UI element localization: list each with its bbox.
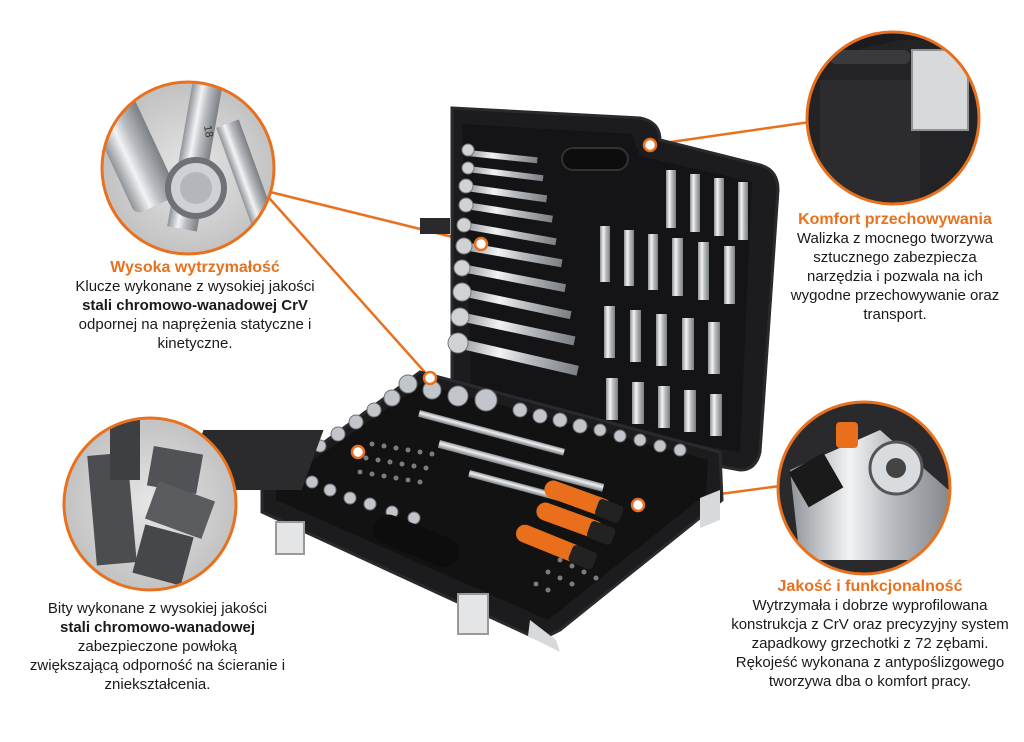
callout-text: zwiększającą odporność na ścieranie i — [29, 657, 286, 674]
callout-title: Komfort przechowywania — [798, 211, 992, 228]
deep-sockets — [600, 170, 748, 436]
callout-text: Wytrzymała i dobrze wyprofilowana — [752, 597, 988, 614]
callout-bold-text: stali chromowo-wanadowej — [59, 619, 256, 636]
callout-text: zniekształcenia. — [104, 676, 211, 693]
wrenches-row — [455, 150, 579, 376]
callout-text: Walizka z mocnego tworzywa — [796, 230, 994, 247]
callout-text: konstrukcja z CrV oraz precyzyjny system — [731, 616, 1009, 633]
callout-text: zabezpieczone powłoką — [77, 638, 238, 655]
callout-bold-text: stali chromowo-wanadowej CrV — [82, 297, 308, 314]
callout-text: Rękojeść wykonana z antypoślizgowego — [735, 654, 1005, 671]
callout-strength: Wysoka wytrzymałość Klucze wykonane z wy… — [40, 258, 350, 353]
callout-text: odpornej na naprężenia statyczne i — [78, 316, 312, 333]
callout-text: tworzywa dba o komfort pracy. — [768, 673, 972, 690]
bits-dots — [357, 441, 599, 593]
connector-dots — [350, 137, 658, 513]
detail-circle-wrenches: 18 — [102, 82, 274, 254]
callout-text: Klucze wykonane z wysokiej jakości — [75, 278, 315, 295]
sockets-base — [279, 374, 687, 525]
wrench-heads — [447, 143, 475, 354]
wrench-size-label: 18 — [201, 124, 215, 138]
detail-circle-case — [807, 32, 979, 204]
callout-text: Bity wykonane z wysokiej jakości — [47, 600, 268, 617]
detail-circle-bits — [64, 418, 236, 590]
callout-text: narzędzia i pozwala na ich — [807, 268, 983, 285]
callout-text: zapadkowy grzechotki z 72 zębami. — [751, 635, 989, 652]
callout-title: Jakość i funkcjonalność — [777, 578, 963, 595]
detail-circle-ratchet — [778, 402, 950, 574]
callout-bits: Bity wykonane z wysokiej jakości stali c… — [10, 599, 305, 694]
screwdriver-handles — [515, 480, 624, 570]
callout-quality: Jakość i funkcjonalność Wytrzymała i dob… — [720, 577, 1020, 691]
callout-text: sztucznego zabezpiecza — [813, 249, 977, 266]
callout-title: Wysoka wytrzymałość — [110, 259, 280, 276]
callout-text: kinetyczne. — [157, 335, 233, 352]
callout-text: wygodne przechowywanie oraz — [790, 287, 1000, 304]
callout-storage: Komfort przechowywania Walizka z mocnego… — [770, 210, 1020, 324]
callout-text: transport. — [863, 306, 927, 323]
tool-case — [181, 106, 780, 652]
